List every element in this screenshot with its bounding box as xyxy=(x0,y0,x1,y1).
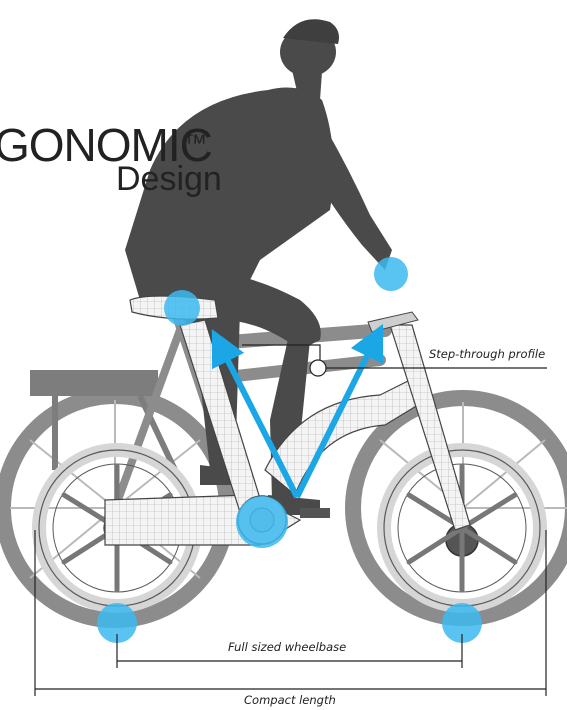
contact-point-handlebar xyxy=(374,257,408,291)
length-label: Compact length xyxy=(241,693,339,707)
contact-point-bottom-bracket xyxy=(236,496,288,548)
step-through-label: Step-through profile xyxy=(426,347,548,361)
contact-point-saddle xyxy=(164,290,200,326)
wheelbase-label: Full sized wheelbase xyxy=(225,640,349,654)
trademark-symbol: ™ xyxy=(183,130,207,158)
brand-subtitle: Design xyxy=(116,160,222,199)
rider-silhouette xyxy=(125,19,392,515)
